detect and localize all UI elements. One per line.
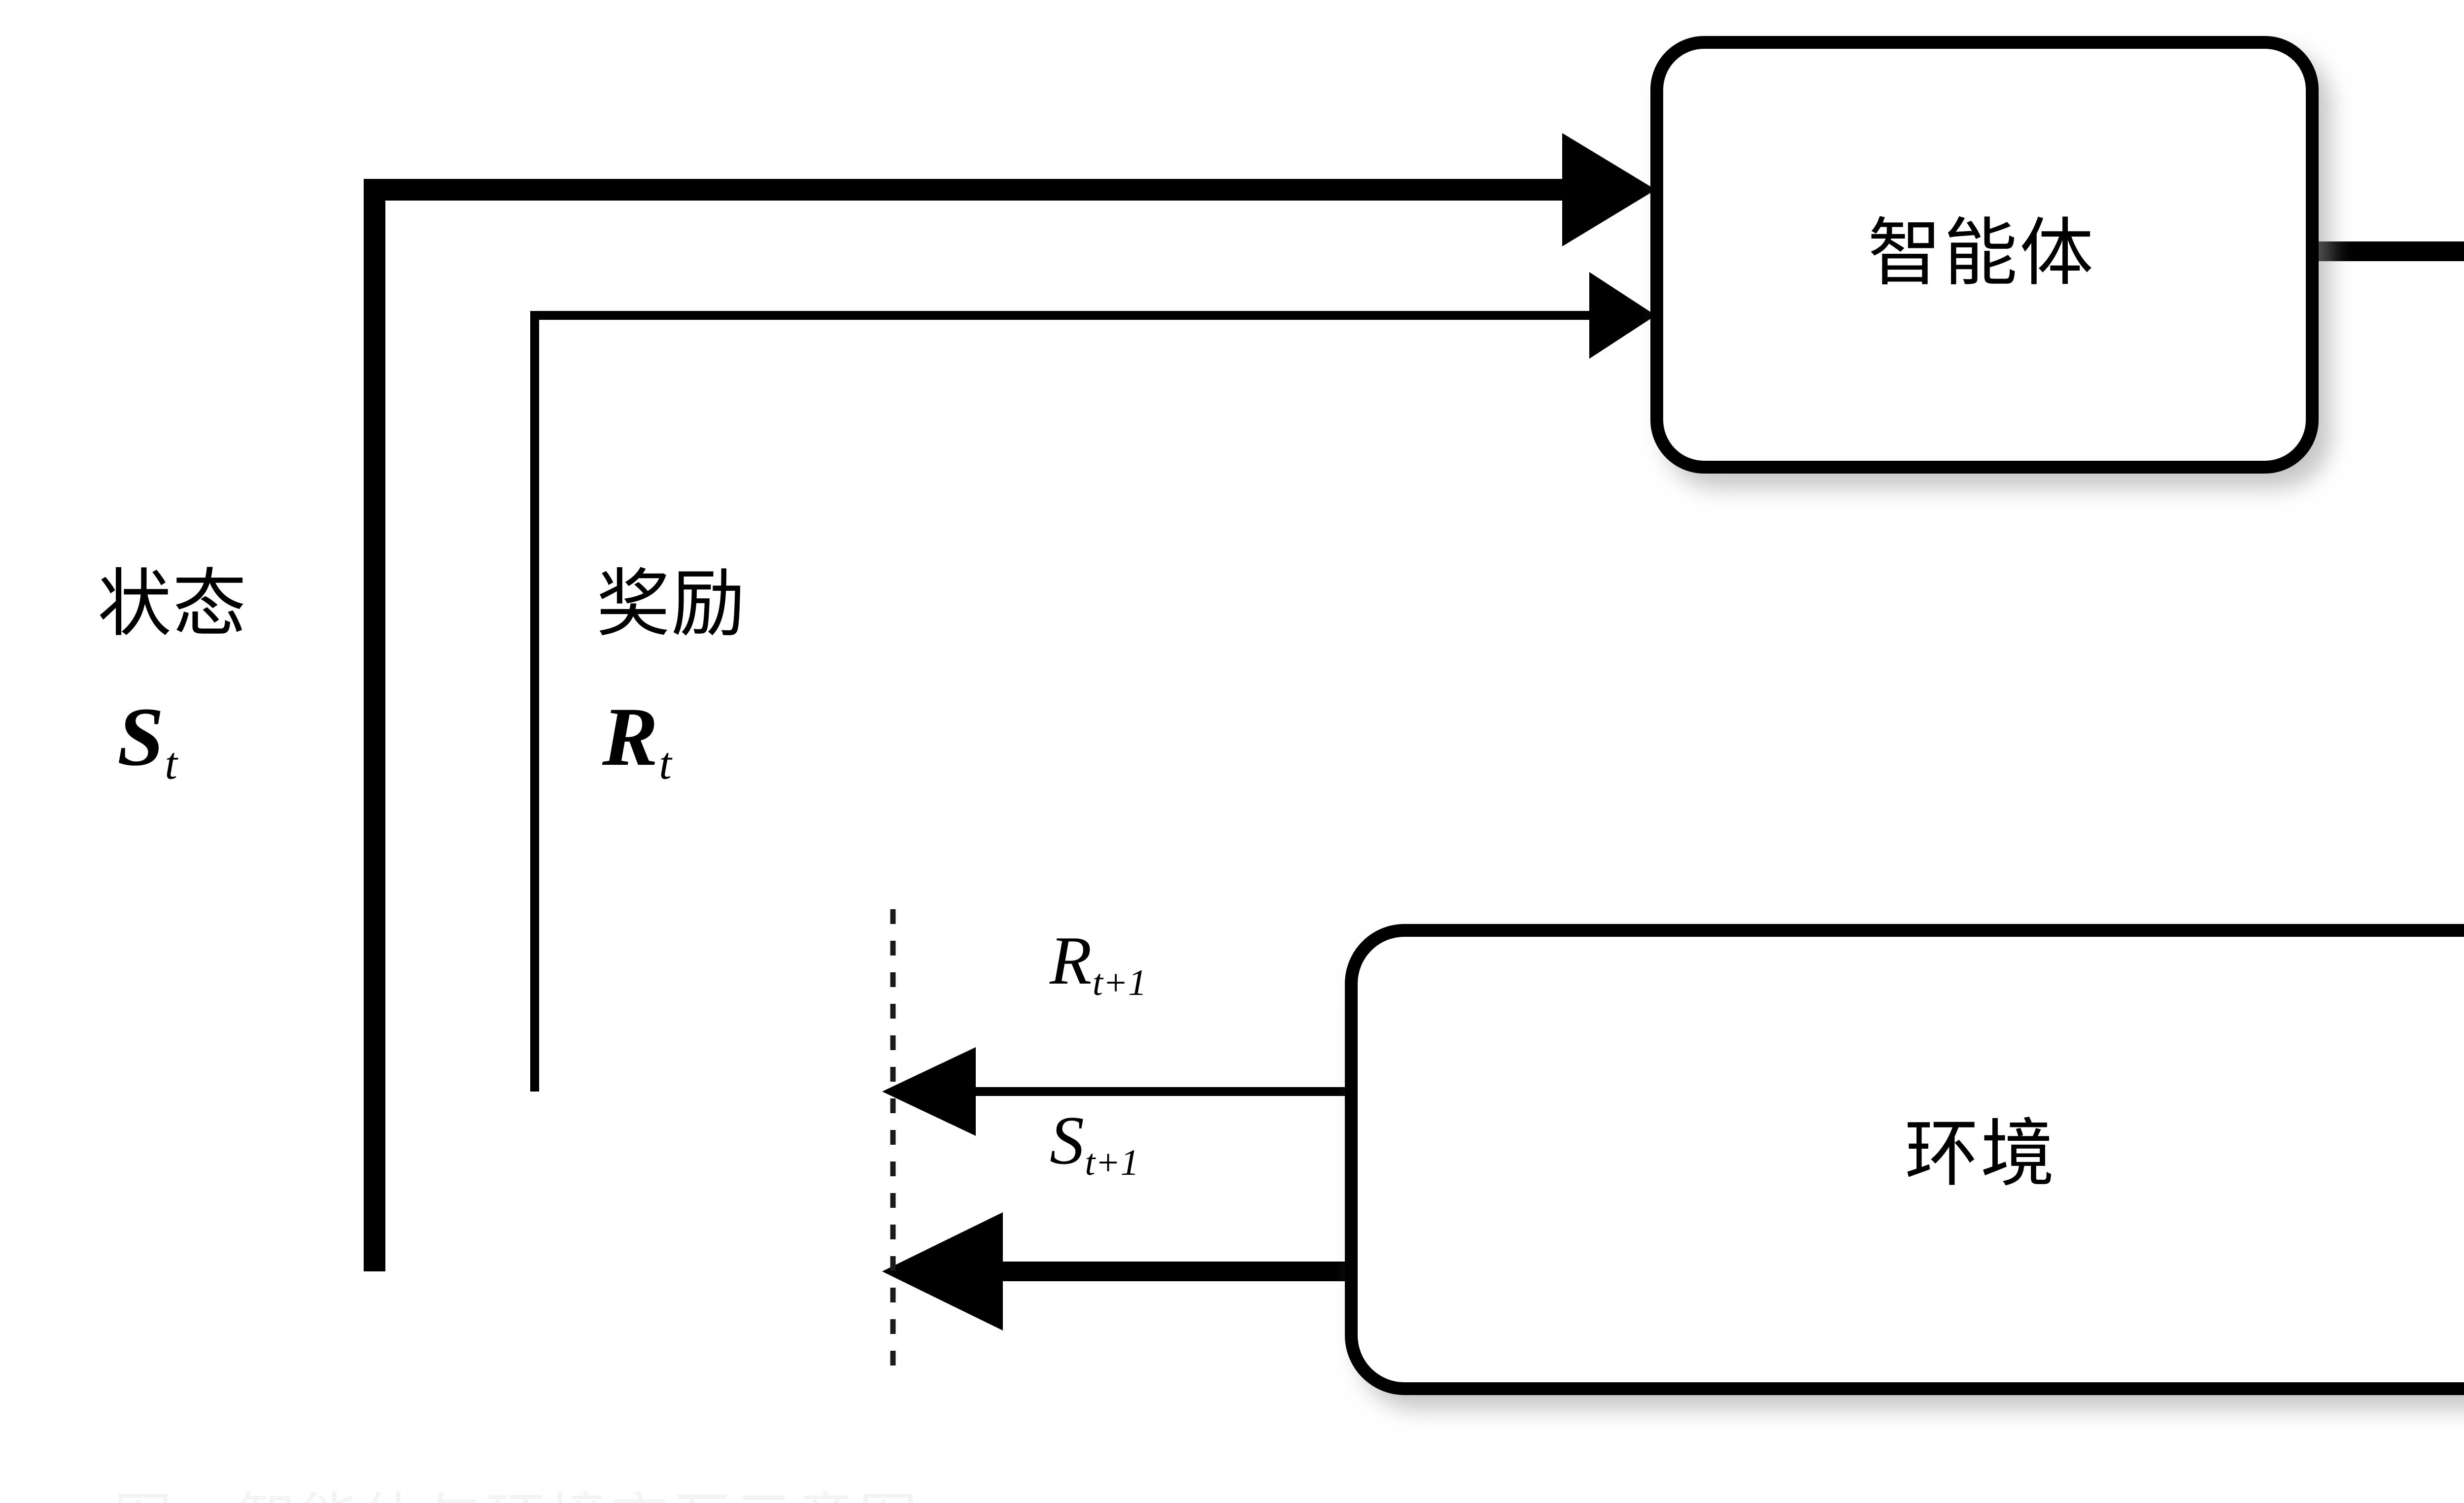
arrowhead-state-to-agent <box>1562 133 1656 246</box>
symbol-reward-next-base: R <box>1050 922 1092 999</box>
symbol-reward-next-sub: t+1 <box>1093 962 1147 1003</box>
edge-label-reward-text: 奖励 <box>596 564 747 646</box>
node-agent-label: 智能体 <box>1868 213 2096 295</box>
edge-symbol-state: St <box>117 695 177 786</box>
edge-state-from-environment <box>882 1212 1350 1331</box>
edge-state-to-agent <box>364 133 1656 1271</box>
symbol-reward-base: R <box>602 690 658 783</box>
edge-symbol-reward: Rt <box>602 695 672 786</box>
arrowhead-reward-from-environment <box>882 1047 976 1136</box>
edge-label-state-text: 状态 <box>98 564 248 646</box>
symbol-state-next-base: S <box>1050 1102 1084 1179</box>
arrowhead-reward-to-agent <box>1589 272 1656 359</box>
node-environment-box[interactable] <box>1345 924 2464 1395</box>
node-environment-label: 环境 <box>1905 1114 2057 1196</box>
node-agent-box[interactable] <box>1650 36 2319 474</box>
edge-symbol-reward-next: Rt+1 <box>1050 926 1147 1001</box>
edge-symbol-state-next: St+1 <box>1050 1106 1139 1181</box>
symbol-reward-sub: t <box>659 738 672 788</box>
edge-reward-to-agent <box>530 272 1656 1092</box>
symbol-state-sub: t <box>165 738 177 788</box>
symbol-state-base: S <box>117 690 164 783</box>
figure-caption: 图：智能体与环境交互示意图 <box>113 1472 921 1503</box>
arrowhead-state-from-environment <box>882 1212 1003 1331</box>
edge-reward-from-environment <box>882 1047 1350 1136</box>
symbol-state-next-sub: t+1 <box>1085 1142 1139 1183</box>
